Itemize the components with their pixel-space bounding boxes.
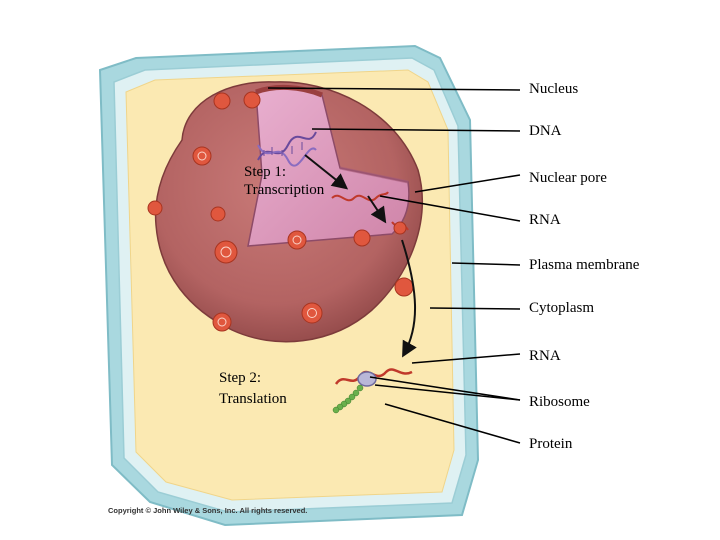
label-cytoplasm: Cytoplasm (529, 299, 594, 317)
step2-name: Translation (219, 390, 287, 408)
label-rna-cytoplasm: RNA (529, 347, 561, 365)
step1-title: Step 1: (244, 163, 286, 181)
label-rna-nucleus: RNA (529, 211, 561, 229)
step1-name: Transcription (244, 181, 324, 199)
label-plasma-membrane: Plasma membrane (529, 256, 639, 274)
ribosome (358, 372, 376, 386)
label-nuclear-pore: Nuclear pore (529, 169, 607, 187)
label-nucleus: Nucleus (529, 80, 578, 98)
label-protein: Protein (529, 435, 572, 453)
step2-title: Step 2: (219, 369, 261, 387)
label-dna: DNA (529, 122, 562, 140)
label-ribosome: Ribosome (529, 393, 590, 411)
copyright-notice: Copyright © John Wiley & Sons, Inc. All … (108, 506, 307, 515)
